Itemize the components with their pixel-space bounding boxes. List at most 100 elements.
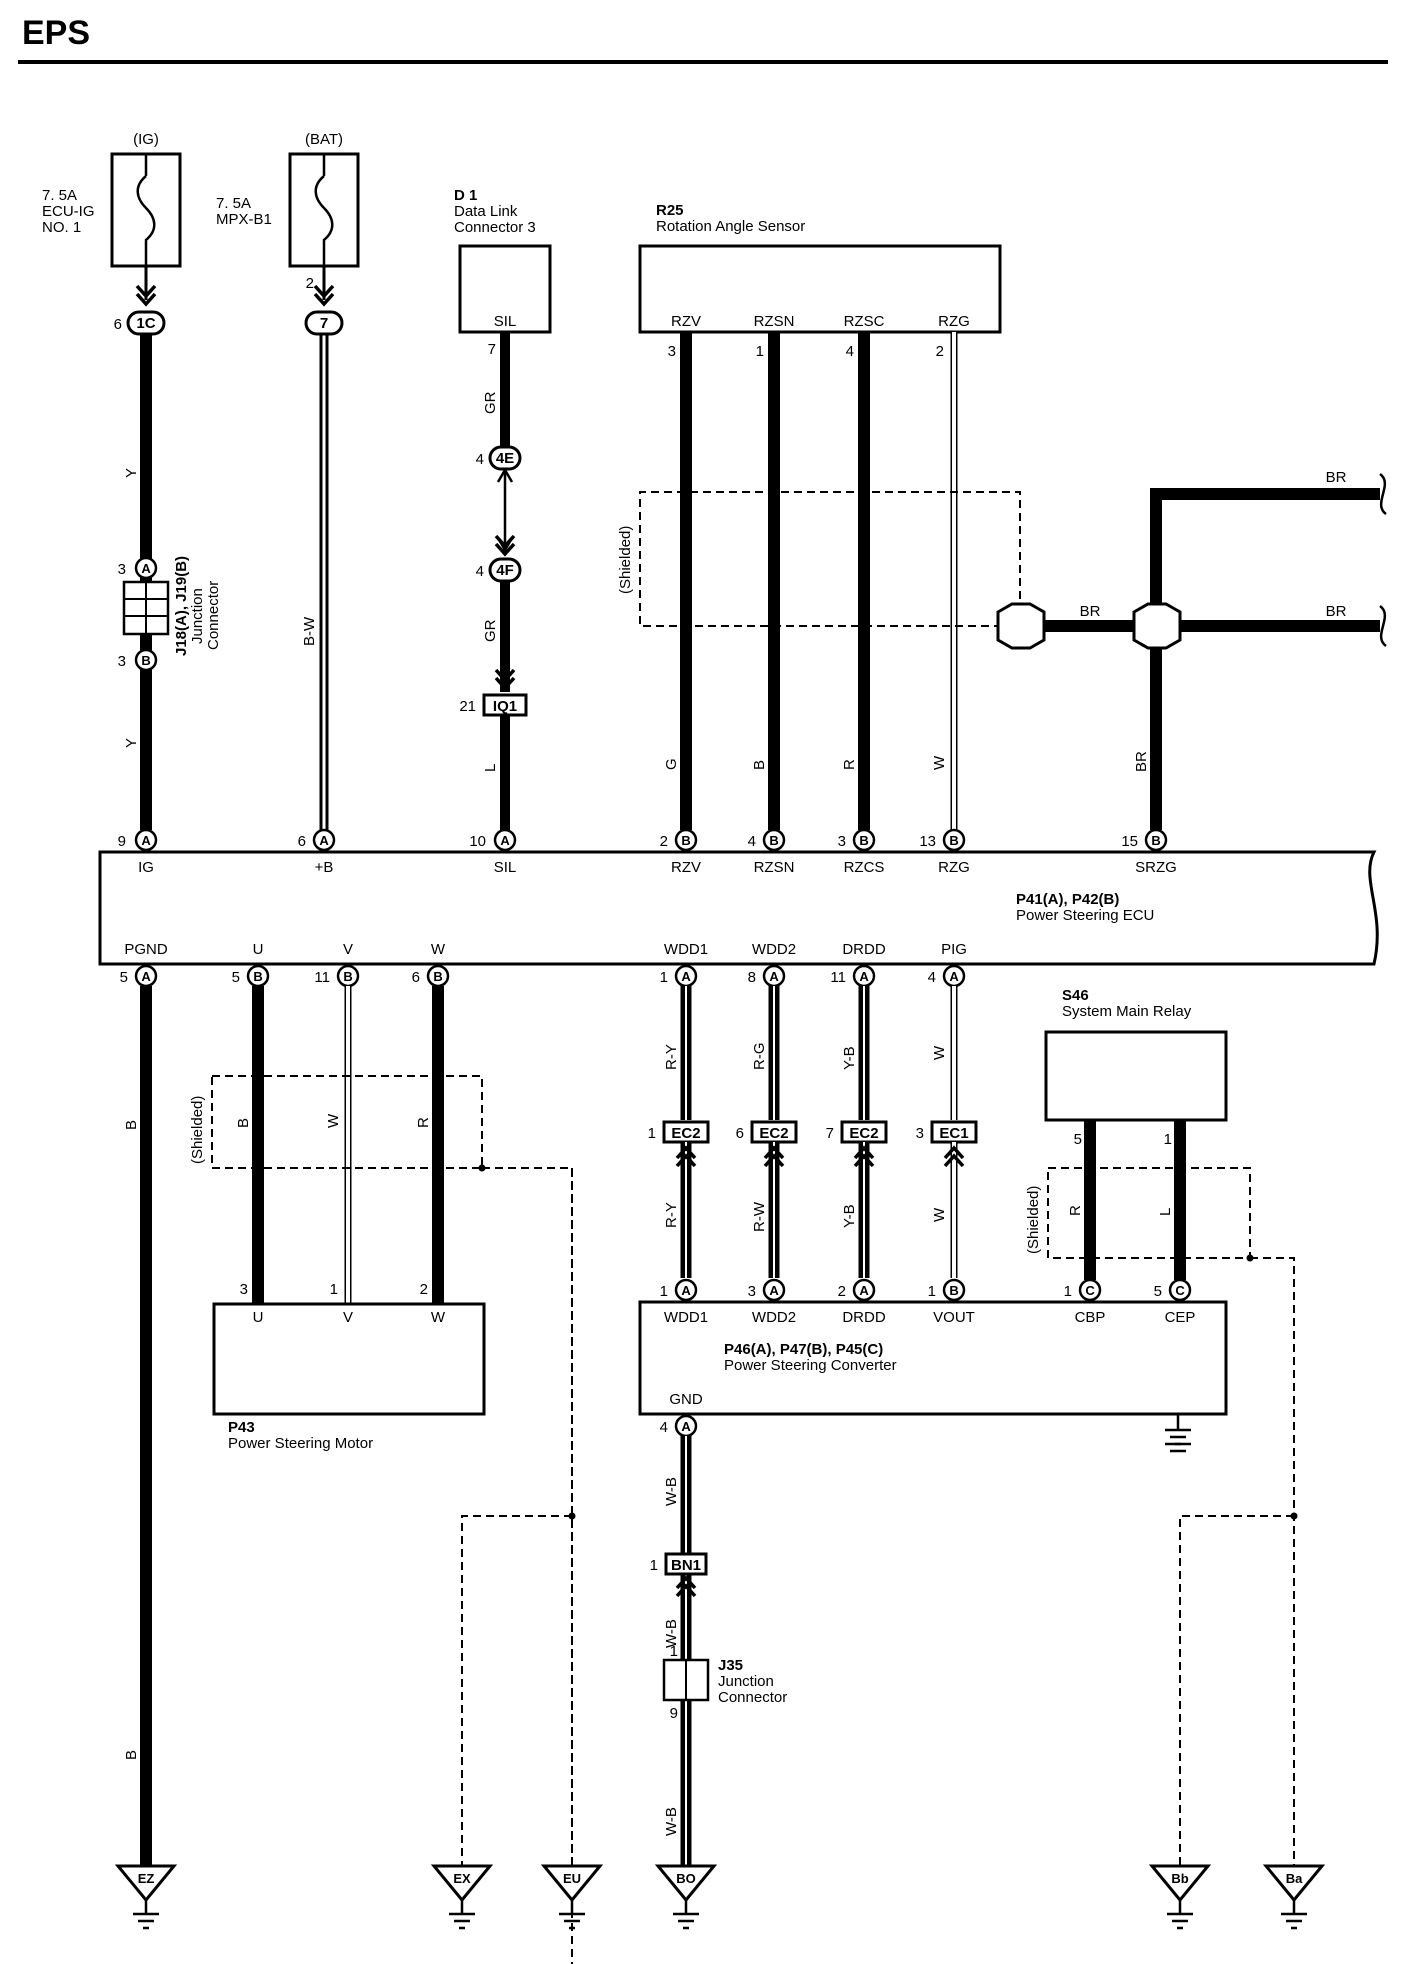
wire-color-w-v: W [325, 1113, 342, 1128]
ground-ex: EX [430, 1864, 494, 1930]
wire-color-l-cep: L [1157, 1208, 1174, 1216]
dlc-pin: SIL [494, 313, 517, 330]
svg-text:2: 2 [936, 343, 944, 360]
svg-text:11: 11 [314, 969, 330, 986]
sensor-pin-rzsn: RZSN [754, 313, 795, 330]
shielded-label-1: (Shielded) [617, 526, 634, 594]
conv-name: Power Steering Converter [724, 1357, 897, 1374]
svg-text:3: 3 [240, 1281, 248, 1298]
svg-text:5: 5 [232, 969, 240, 986]
ground-eu: EU [540, 1864, 604, 1930]
svg-text:4: 4 [476, 563, 484, 580]
svg-text:1: 1 [670, 1643, 678, 1660]
ecu-pin-ig: IG [138, 859, 154, 876]
junction-connector-j35: 1 9 J35 Junction Connector [662, 1643, 787, 1722]
svg-text:3: 3 [916, 1125, 924, 1142]
svg-text:3: 3 [838, 833, 846, 850]
connector-7 [304, 310, 344, 336]
svg-text:2: 2 [660, 833, 668, 850]
svg-text:5: 5 [120, 969, 128, 986]
ecu-pin-pgnd: PGND [124, 941, 168, 958]
motor-pin-v: V [343, 1309, 353, 1326]
svg-text:1: 1 [928, 1283, 936, 1300]
dlc-name2: Connector 3 [454, 219, 536, 236]
junction-connector-j18-j19: 3 3 J18(A), J19(B) Junction Connector [118, 556, 222, 672]
conv-pin-wdd1: WDD1 [664, 1309, 708, 1326]
svg-text:2: 2 [420, 1281, 428, 1298]
ground-bo: BO [654, 1864, 718, 1930]
motor-pin-u: U [253, 1309, 264, 1326]
connector-1c [126, 310, 166, 336]
svg-text:7: 7 [488, 341, 496, 358]
connector-ec2-3-label: EC2 [849, 1125, 878, 1142]
power-steering-converter: WDD1 WDD2 DRDD VOUT CBP CEP P46(A), P47(… [638, 1300, 1228, 1416]
wire-color-rw: R-W [751, 1201, 768, 1232]
fuse-ig-rating: 7. 5A [42, 187, 77, 204]
motor-name: Power Steering Motor [228, 1435, 373, 1452]
j18-name1: Junction [189, 588, 206, 644]
connector-bn1 [664, 1552, 708, 1576]
ground-ez-label: EZ [138, 1871, 155, 1886]
conv-pin-wdd2: WDD2 [752, 1309, 796, 1326]
svg-text:7: 7 [826, 1125, 834, 1142]
wire-color-r-w: R [415, 1117, 432, 1128]
ecu-pin-rzv: RZV [671, 859, 701, 876]
connector-ec2-2-label: EC2 [759, 1125, 788, 1142]
ecu-pin-rzsn: RZSN [754, 859, 795, 876]
svg-text:4: 4 [660, 1419, 668, 1436]
svg-text:1: 1 [756, 343, 764, 360]
svg-text:4: 4 [748, 833, 756, 850]
fuse-ig-name2: NO. 1 [42, 219, 81, 236]
wire-color-b-rzsn: B [751, 760, 768, 770]
dlc-name1: Data Link [454, 203, 518, 220]
motor-pin-w: W [431, 1309, 446, 1326]
j18-codes: J18(A), J19(B) [173, 556, 190, 656]
svg-text:3: 3 [668, 343, 676, 360]
ecu-pin-w: W [431, 941, 446, 958]
wire-color-wb-2: W-B [663, 1619, 680, 1648]
ecu-pin-b: +B [315, 859, 334, 876]
conv-pin-drdd: DRDD [842, 1309, 885, 1326]
ecu-pin-wdd2: WDD2 [752, 941, 796, 958]
connector-iq1-label: IQ1 [493, 698, 517, 715]
svg-text:6: 6 [298, 833, 306, 850]
svg-text:15: 15 [1121, 833, 1138, 850]
conv-pin-vout: VOUT [933, 1309, 975, 1326]
wire-color-r-rzcs: R [841, 759, 858, 770]
svg-text:1: 1 [330, 1281, 338, 1298]
ecu-name: Power Steering ECU [1016, 907, 1154, 924]
ecu-pin-srzg: SRZG [1135, 859, 1177, 876]
connector-1c-label: 1C [136, 315, 155, 332]
svg-text:1: 1 [660, 969, 668, 986]
shielded-label-2: (Shielded) [189, 1096, 206, 1164]
sensor-pin-rzv: RZV [671, 313, 701, 330]
wire-color-br-1: BR [1326, 469, 1347, 486]
svg-text:5: 5 [1154, 1283, 1162, 1300]
svg-text:1: 1 [650, 1557, 658, 1574]
wire-color-r-cbp: R [1067, 1205, 1084, 1216]
ecu-pin-rzcs: RZCS [844, 859, 885, 876]
ground-ex-label: EX [453, 1871, 471, 1886]
j35-name2: Connector [718, 1689, 787, 1706]
ecu-pin-pig: PIG [941, 941, 967, 958]
wire-color-w-rzg: W [931, 755, 948, 770]
ground-eu-label: EU [563, 1871, 581, 1886]
fuse-bat-rating: 7. 5A [216, 195, 251, 212]
sensor-pin-rzsc: RZSC [844, 313, 885, 330]
conv-codes: P46(A), P47(B), P45(C) [724, 1341, 883, 1358]
wire-color-b-pgnd-1: B [123, 1120, 140, 1130]
connector-ec1-label: EC1 [939, 1125, 968, 1142]
wire-color-wb-3: W-B [663, 1807, 680, 1836]
wire-color-w-pig: W [931, 1045, 948, 1060]
fuse-ig-source: (IG) [133, 131, 159, 148]
wire-color-rg: R-G [751, 1043, 768, 1071]
svg-text:1: 1 [648, 1125, 656, 1142]
splice-1 [996, 602, 1046, 650]
wire-color-br-4: BR [1133, 751, 1150, 772]
ecu-pin-sil: SIL [494, 859, 517, 876]
j35-name1: Junction [718, 1673, 774, 1690]
svg-text:4: 4 [846, 343, 854, 360]
ecu-pin-u: U [253, 941, 264, 958]
j18-name2: Connector [205, 581, 222, 650]
svg-text:1: 1 [1064, 1283, 1072, 1300]
